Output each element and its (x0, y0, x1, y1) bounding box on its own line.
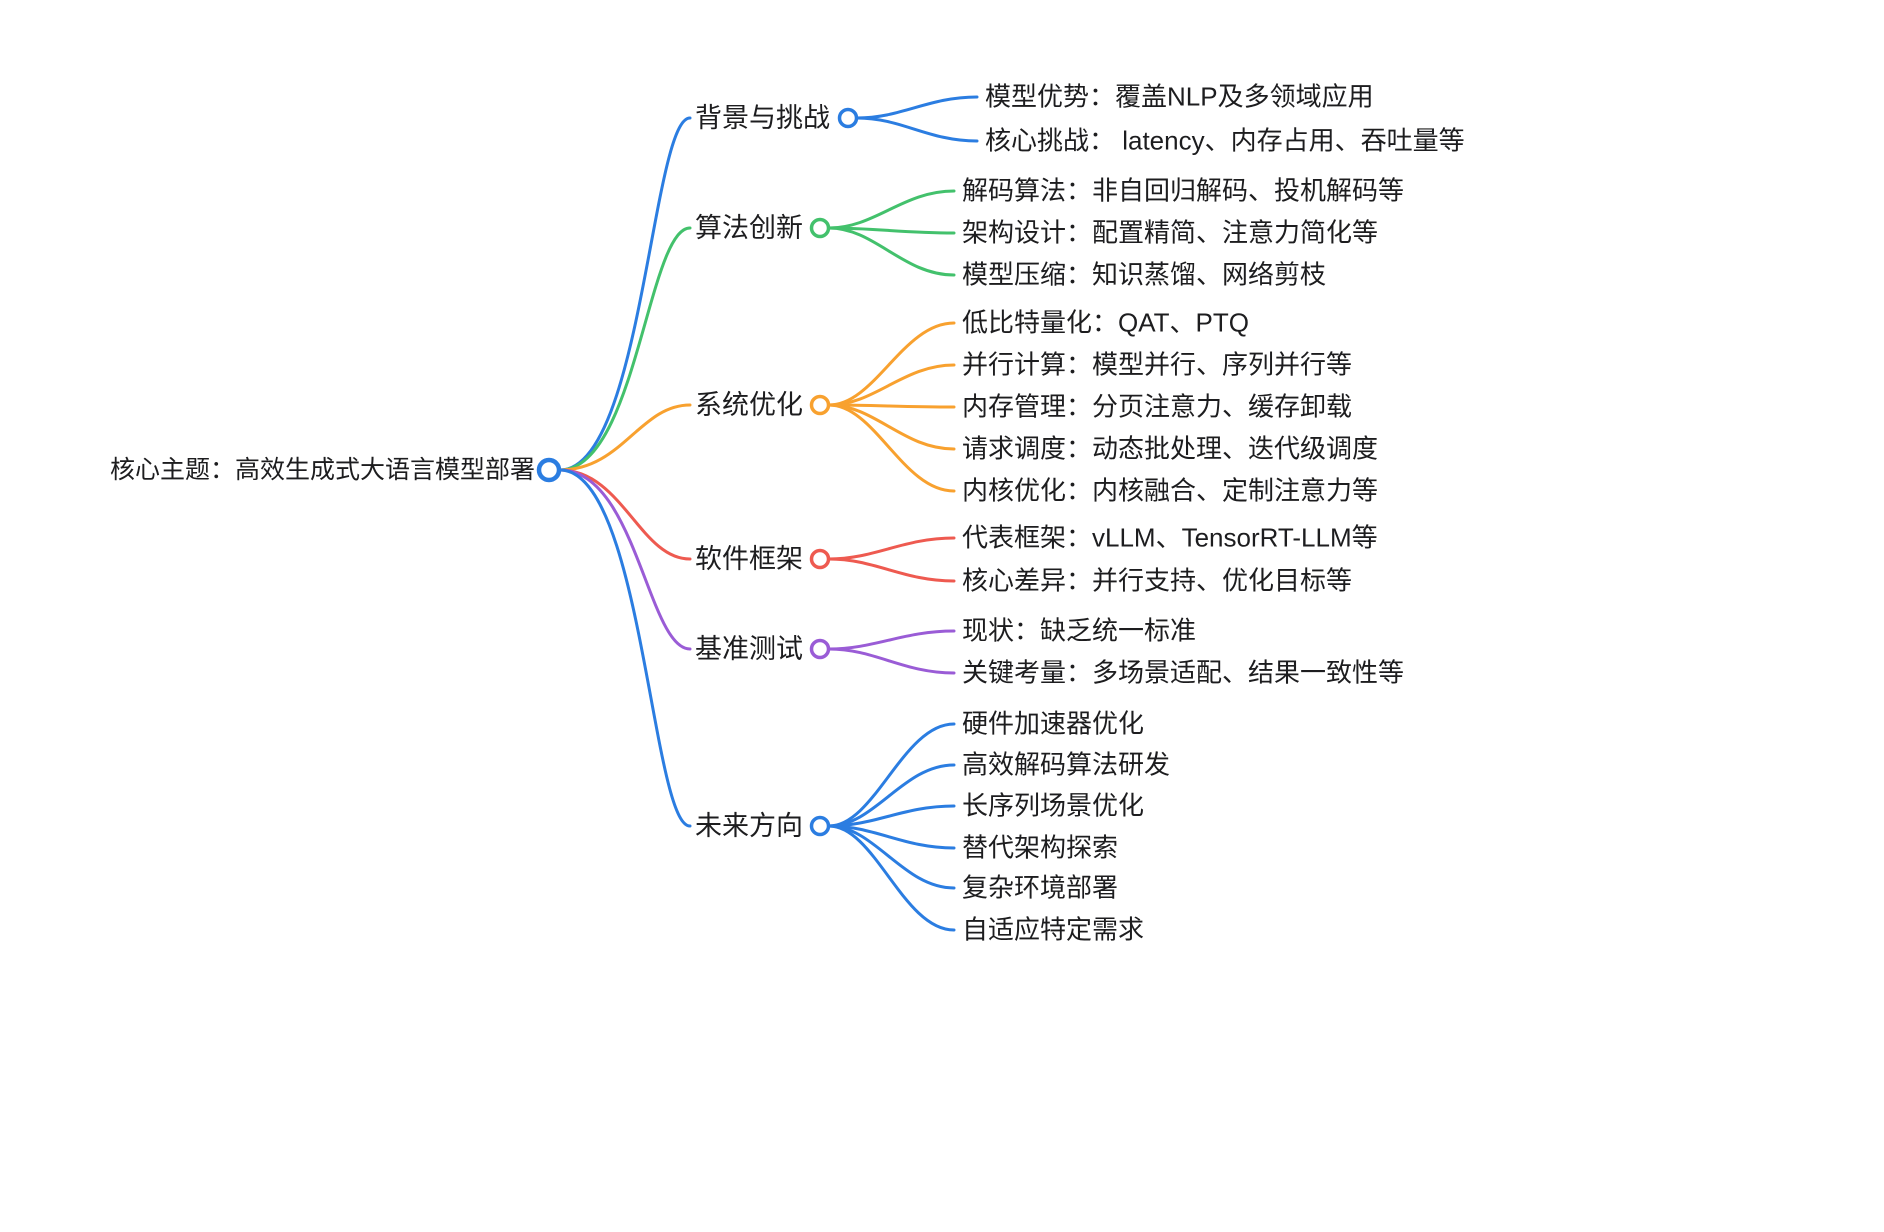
edge-branch-to-leaf (827, 321, 956, 407)
leaf-node[interactable]: 解码算法：非自回归解码、投机解码等 (962, 175, 1405, 206)
branch-collapse-dot[interactable] (837, 107, 859, 129)
leaf-node[interactable]: 代表框架：vLLM、TensorRT-LLM等 (962, 522, 1378, 553)
leaf-node[interactable]: 核心差异：并行支持、优化目标等 (962, 565, 1353, 596)
edge-branch-to-leaf (827, 722, 956, 828)
leaf-node[interactable]: 低比特量化：QAT、PTQ (962, 307, 1249, 338)
branch-system-optimization[interactable]: 系统优化 (695, 389, 803, 420)
edge-branch-to-leaf (827, 226, 956, 277)
leaf-node[interactable]: 模型压缩：知识蒸馏、网络剪枝 (962, 259, 1327, 290)
edge-branch-to-leaf (827, 363, 956, 407)
branch-benchmarking[interactable]: 基准测试 (695, 633, 803, 664)
leaf-node[interactable]: 替代架构探索 (962, 832, 1119, 863)
edge-root-to-branch (558, 468, 692, 651)
leaf-node[interactable]: 内核优化：内核融合、定制注意力等 (962, 475, 1379, 506)
edge-branch-to-leaf (827, 189, 956, 230)
leaf-node[interactable]: 长序列场景优化 (962, 790, 1145, 821)
leaf-node[interactable]: 架构设计：配置精简、注意力简化等 (962, 217, 1379, 248)
edge-branch-to-leaf (827, 804, 956, 828)
edge-root-to-branch (558, 403, 692, 472)
leaf-node[interactable]: 并行计算：模型并行、序列并行等 (962, 349, 1353, 380)
edge-branch-to-leaf (827, 403, 956, 451)
edge-root-to-branch (558, 116, 692, 472)
edge-branch-to-leaf (827, 403, 956, 493)
leaf-node[interactable]: 硬件加速器优化 (962, 708, 1145, 739)
branch-future-directions[interactable]: 未来方向 (695, 810, 803, 841)
branch-algorithm-innovation[interactable]: 算法创新 (695, 212, 803, 243)
leaf-node[interactable]: 请求调度：动态批处理、迭代级调度 (962, 433, 1379, 464)
branch-collapse-dot[interactable] (809, 394, 831, 416)
leaf-node[interactable]: 关键考量：多场景适配、结果一致性等 (962, 657, 1405, 688)
leaf-node[interactable]: 核心挑战： latency、内存占用、吞吐量等 (985, 125, 1465, 156)
edge-branch-to-leaf (827, 629, 956, 651)
edge-root-to-branch (558, 226, 692, 472)
branch-background-and-challenges[interactable]: 背景与挑战 (695, 102, 830, 133)
edge-branch-to-leaf (827, 824, 956, 932)
root-collapse-dot[interactable] (536, 457, 562, 483)
branch-collapse-dot[interactable] (809, 217, 831, 239)
edge-root-to-branch (558, 468, 692, 828)
edge-branch-to-leaf (827, 763, 956, 828)
branch-collapse-dot[interactable] (809, 815, 831, 837)
edge-branch-to-leaf (855, 116, 979, 143)
edge-root-to-branch (558, 468, 692, 561)
edge-branch-to-leaf (827, 647, 956, 675)
leaf-node[interactable]: 复杂环境部署 (962, 872, 1119, 903)
leaf-node[interactable]: 现状：缺乏统一标准 (962, 615, 1197, 646)
leaf-node[interactable]: 内存管理：分页注意力、缓存卸载 (962, 391, 1353, 422)
branch-software-frameworks[interactable]: 软件框架 (695, 543, 803, 574)
edge-branch-to-leaf (855, 95, 979, 120)
edge-branch-to-leaf (827, 536, 956, 561)
root-node-label[interactable]: 核心主题：高效生成式大语言模型部署 (109, 456, 535, 484)
leaf-node[interactable]: 自适应特定需求 (962, 914, 1145, 945)
edge-branch-to-leaf (827, 557, 956, 583)
branch-collapse-dot[interactable] (809, 638, 831, 660)
branch-collapse-dot[interactable] (809, 548, 831, 570)
leaf-node[interactable]: 高效解码算法研发 (962, 749, 1171, 780)
leaf-node[interactable]: 模型优势：覆盖NLP及多领域应用 (985, 81, 1374, 112)
